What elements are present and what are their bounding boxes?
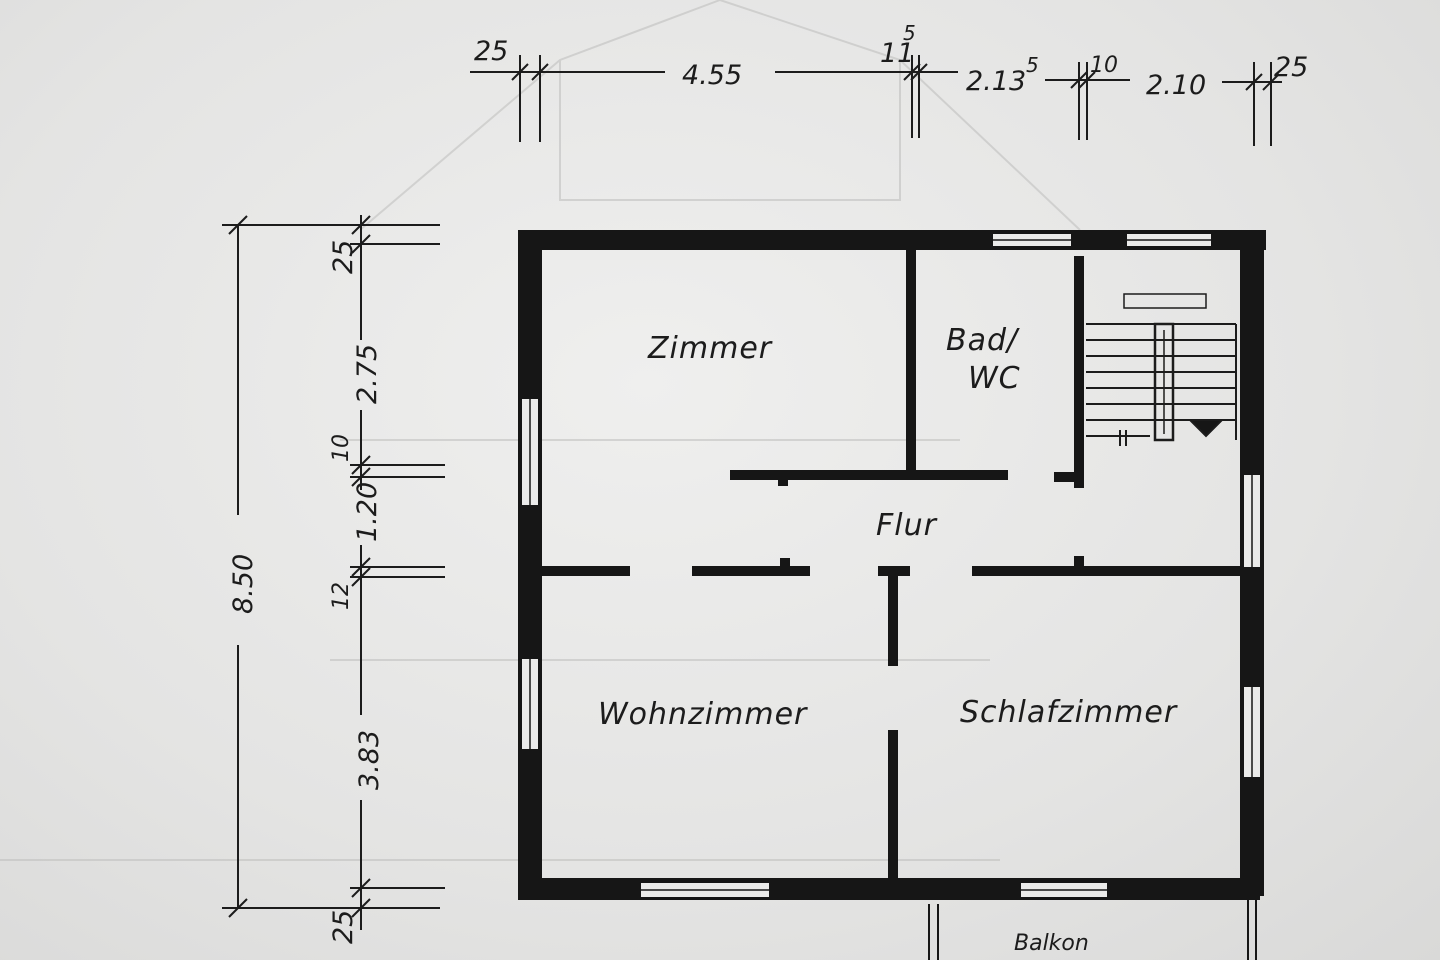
staircase — [1086, 293, 1237, 446]
room-label-bad: Bad/ — [946, 323, 1020, 358]
room-label-wc: WC — [968, 361, 1021, 396]
door-jamb-2 — [780, 558, 790, 574]
wall-wohn-schlaf-1 — [888, 570, 898, 666]
wall-bad-stair — [1074, 256, 1084, 488]
background-show-through — [0, 0, 1081, 861]
window-glass-lines — [529, 239, 1253, 891]
room-label-wohnzimmer: Wohnzimmer — [598, 697, 808, 732]
wall-flur-south-2 — [692, 566, 810, 576]
room-label-zimmer: Zimmer — [647, 331, 773, 366]
wall-bottom — [520, 878, 1260, 900]
wall-flur-south-4 — [972, 566, 1242, 576]
balcony — [928, 900, 1257, 960]
dim-top-25-left: 25 — [474, 36, 508, 67]
dim-left-12: 12 — [329, 582, 354, 610]
wall-flur-south-1 — [542, 566, 630, 576]
dim-left-383: 3.83 — [354, 730, 385, 790]
door-jamb-3 — [1074, 556, 1084, 570]
room-label-flur: Flur — [876, 508, 938, 543]
dim-top-11-sup: 5 — [903, 21, 916, 45]
dim-left-10: 10 — [329, 434, 354, 462]
wall-flur-north-2 — [1054, 472, 1084, 482]
dim-top-213-sup: 5 — [1026, 53, 1039, 77]
wall-zimmer-bad — [906, 250, 916, 472]
left-dimension-chain — [222, 215, 445, 930]
wall-flur-north-1 — [730, 470, 1008, 480]
wall-top — [518, 230, 1266, 250]
wall-left — [518, 230, 542, 900]
room-label-balkon: Balkon — [1014, 931, 1089, 956]
dim-left-total: 8.50 — [228, 554, 259, 614]
door-jamb-1 — [778, 470, 788, 486]
top-dimension-chain — [470, 55, 1282, 146]
dim-top-213: 2.13 — [966, 66, 1026, 97]
dim-top-10: 10 — [1090, 53, 1118, 78]
dim-top-455: 4.55 — [682, 60, 742, 91]
dim-top-210: 2.10 — [1146, 70, 1206, 101]
dim-top-11: 11 — [880, 38, 914, 69]
dim-left-275: 2.75 — [352, 344, 383, 404]
interior-walls — [542, 250, 1242, 880]
dim-top-25-right: 25 — [1274, 52, 1308, 83]
dim-left-120: 1.20 — [352, 482, 383, 542]
dim-left-25-top: 25 — [328, 240, 359, 274]
wall-wohn-schlaf-2 — [888, 730, 898, 880]
dim-left-25-bottom: 25 — [328, 910, 359, 944]
room-label-schlafzimmer: Schlafzimmer — [960, 695, 1178, 730]
